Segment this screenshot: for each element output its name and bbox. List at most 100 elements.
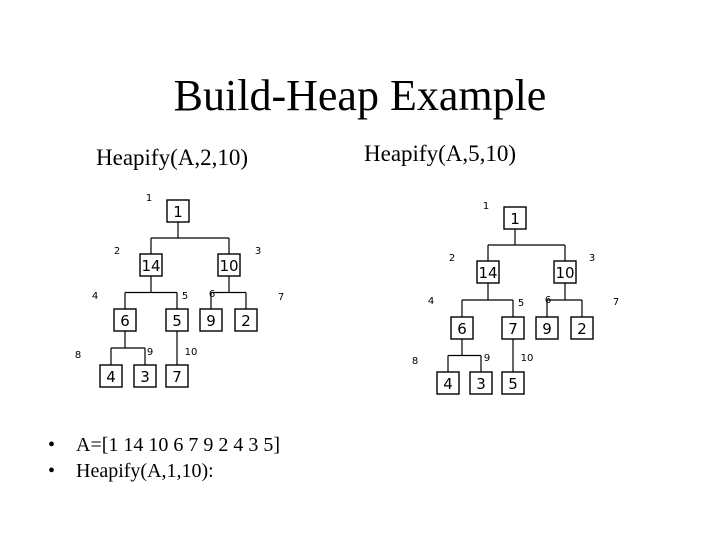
node-box — [165, 364, 189, 388]
heapify-text: Heapify(A,1,10): — [76, 460, 214, 482]
node-index-label: 9 — [147, 347, 153, 358]
node-value: 10 — [219, 257, 238, 275]
node-index-label: 8 — [412, 356, 418, 367]
heap-node: 2 — [570, 316, 594, 340]
node-index-label: 6 — [545, 295, 551, 306]
node-index-label: 6 — [209, 289, 215, 300]
heap-node: 7 — [501, 316, 525, 340]
tree-edge — [546, 283, 583, 317]
heap-node: 14 — [139, 253, 163, 277]
node-index-label: 2 — [449, 253, 455, 264]
heap-node: 1 — [166, 199, 190, 223]
node-box — [166, 199, 190, 223]
node-value: 9 — [206, 312, 216, 330]
heap-node: 4 — [436, 371, 460, 395]
node-index-label: 4 — [92, 291, 98, 302]
node-box — [217, 253, 241, 277]
heap-node: 14 — [476, 260, 500, 284]
bullet-item-array: • A=[1 14 10 6 7 9 2 4 3 5] — [48, 432, 280, 458]
bullet-item-heapify: • Heapify(A,1,10): — [48, 458, 280, 484]
tree-edge — [447, 339, 482, 372]
heap-node: 4 — [99, 364, 123, 388]
array-text: A=[1 14 10 6 7 9 2 4 3 5] — [76, 434, 281, 456]
bullet-list: • A=[1 14 10 6 7 9 2 4 3 5] • Heapify(A,… — [48, 432, 280, 484]
node-index-label: 4 — [428, 296, 434, 307]
tree-edge — [210, 276, 247, 309]
node-box — [165, 308, 189, 332]
node-box — [99, 364, 123, 388]
heap-node: 6 — [113, 308, 137, 332]
node-index-label: 8 — [75, 350, 81, 361]
tree-edge — [487, 229, 566, 261]
node-index-label: 2 — [114, 246, 120, 257]
node-value: 1 — [510, 210, 520, 228]
node-index-label: 10 — [185, 347, 198, 358]
node-value: 9 — [542, 320, 552, 338]
node-value: 10 — [555, 264, 574, 282]
node-box — [234, 308, 258, 332]
bullet-dot: • — [48, 434, 56, 456]
node-value: 2 — [241, 312, 251, 330]
node-value: 14 — [478, 264, 497, 282]
node-box — [501, 316, 525, 340]
heap-node: 3 — [133, 364, 157, 388]
heap-node: 3 — [469, 371, 493, 395]
heap-node: 5 — [501, 371, 525, 395]
heap-node: 6 — [450, 316, 474, 340]
node-value: 3 — [476, 375, 486, 393]
node-box — [450, 316, 474, 340]
node-value: 4 — [443, 375, 453, 393]
node-index-label: 9 — [484, 353, 490, 364]
node-box — [553, 260, 577, 284]
node-index-label: 3 — [255, 246, 261, 257]
node-box — [570, 316, 594, 340]
tree-edge — [461, 283, 514, 317]
node-index-label: 7 — [613, 297, 619, 308]
node-value: 2 — [577, 320, 587, 338]
node-box — [436, 371, 460, 395]
node-value: 7 — [172, 368, 182, 386]
node-index-label: 7 — [278, 292, 284, 303]
node-index-label: 1 — [483, 201, 489, 212]
bullet-dot: • — [48, 460, 56, 482]
node-value: 14 — [141, 257, 160, 275]
left-tree-caption: Heapify(A,2,10) — [96, 145, 249, 170]
node-box — [469, 371, 493, 395]
node-box — [139, 253, 163, 277]
node-index-label: 3 — [589, 253, 595, 264]
slide-title: Build-Heap Example — [173, 71, 547, 120]
node-box — [133, 364, 157, 388]
node-index-label: 1 — [146, 193, 152, 204]
tree-edge — [150, 222, 230, 254]
node-value: 3 — [140, 368, 150, 386]
right-tree-caption: Heapify(A,5,10) — [364, 141, 517, 166]
node-box — [199, 308, 223, 332]
node-box — [501, 371, 525, 395]
tree-edge — [110, 331, 146, 365]
node-value: 6 — [457, 320, 467, 338]
heap-node: 9 — [199, 308, 223, 332]
heap-node: 2 — [234, 308, 258, 332]
tree-edge — [124, 276, 178, 309]
node-index-label: 10 — [521, 353, 534, 364]
node-value: 7 — [508, 320, 518, 338]
node-value: 5 — [172, 312, 182, 330]
node-box — [476, 260, 500, 284]
node-box — [503, 206, 527, 230]
heap-node: 10 — [553, 260, 577, 284]
node-index-label: 5 — [182, 291, 188, 302]
heap-node: 10 — [217, 253, 241, 277]
heap-node: 7 — [165, 364, 189, 388]
heap-node: 9 — [535, 316, 559, 340]
node-value: 6 — [120, 312, 130, 330]
node-value: 5 — [508, 375, 518, 393]
node-box — [113, 308, 137, 332]
node-value: 4 — [106, 368, 116, 386]
heap-node: 1 — [503, 206, 527, 230]
node-value: 1 — [173, 203, 183, 221]
heap-node: 5 — [165, 308, 189, 332]
node-box — [535, 316, 559, 340]
node-index-label: 5 — [518, 298, 524, 309]
